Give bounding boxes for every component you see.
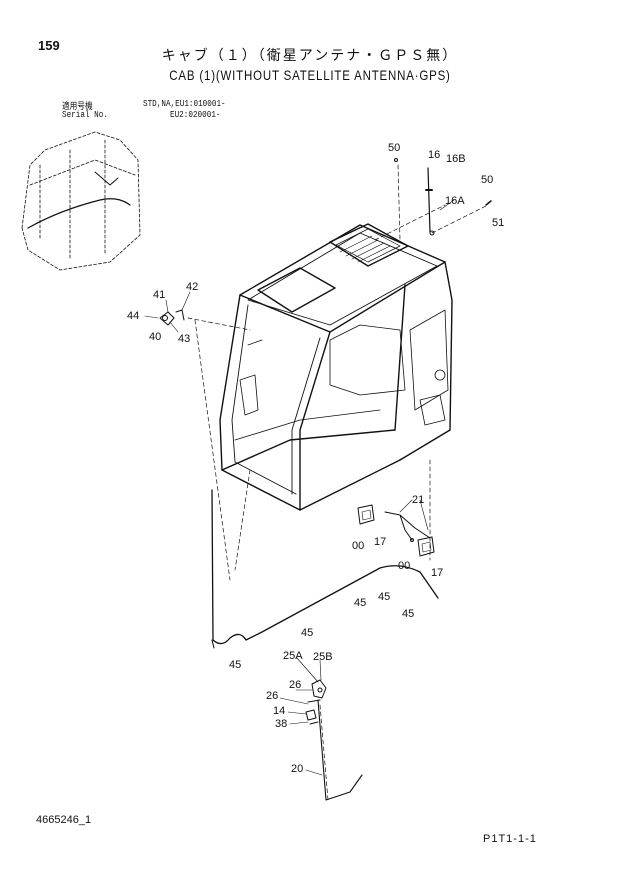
locator-harness bbox=[27, 198, 131, 229]
callout-50-top: 50 bbox=[388, 142, 400, 154]
callout-25a: 25A bbox=[283, 650, 303, 662]
figure-code: P1T1-1-1 bbox=[483, 833, 537, 845]
callout-16a: 16A bbox=[445, 195, 465, 207]
callout-45-c: 45 bbox=[402, 608, 414, 620]
callout-50-right: 50 bbox=[481, 174, 493, 186]
callout-45-b: 45 bbox=[378, 591, 390, 603]
callout-45-a: 45 bbox=[354, 597, 366, 609]
callout-25b: 25B bbox=[313, 651, 333, 663]
callout-43: 43 bbox=[178, 333, 190, 345]
callout-20: 20 bbox=[291, 763, 303, 775]
page-number: 159 bbox=[38, 38, 60, 53]
cab-frame bbox=[219, 223, 453, 511]
antenna-rod bbox=[427, 167, 431, 233]
lamp-harness bbox=[384, 511, 431, 541]
title-japanese: キャブ（１）（衛星アンテナ・ＧＰＳ無） bbox=[161, 47, 459, 63]
lamp-bracket-left bbox=[357, 504, 375, 525]
serial-range-1: STD,NA,EU1:010001- bbox=[143, 99, 226, 109]
callout-51: 51 bbox=[492, 217, 504, 229]
callout-21: 21 bbox=[412, 494, 424, 506]
serial-label-jp: 適用号機 bbox=[62, 102, 93, 112]
callout-14: 14 bbox=[273, 705, 285, 717]
locator-cab-thumbnail bbox=[21, 131, 141, 271]
callout-26-upper: 26 bbox=[289, 679, 301, 691]
callout-45-d: 45 bbox=[301, 627, 313, 639]
callout-00-left: 00 bbox=[352, 540, 364, 552]
callout-17-left: 17 bbox=[374, 536, 386, 548]
drawing-number: 4665246_1 bbox=[36, 814, 92, 826]
callout-00-right: 00 bbox=[398, 560, 410, 572]
callout-16b: 16B bbox=[446, 153, 466, 165]
serial-label-en: Serial No. bbox=[62, 110, 108, 120]
main-harness bbox=[211, 489, 439, 645]
callout-40: 40 bbox=[149, 331, 161, 343]
serial-range-2: EU2:020001- bbox=[170, 110, 221, 120]
callout-16: 16 bbox=[428, 149, 440, 161]
callout-41: 41 bbox=[153, 289, 165, 301]
callout-44: 44 bbox=[127, 310, 139, 322]
bracket-assembly bbox=[159, 309, 185, 326]
callout-38: 38 bbox=[275, 718, 287, 730]
title-english: CAB (1)(WITHOUT SATELLITE ANTENNA·GPS) bbox=[169, 67, 451, 83]
callout-45-e: 45 bbox=[229, 659, 241, 671]
lower-antenna-assembly bbox=[305, 679, 363, 801]
callout-17-right: 17 bbox=[431, 567, 443, 579]
lamp-bracket-right bbox=[417, 536, 435, 557]
callout-26-lower: 26 bbox=[266, 690, 278, 702]
callout-42: 42 bbox=[186, 281, 198, 293]
